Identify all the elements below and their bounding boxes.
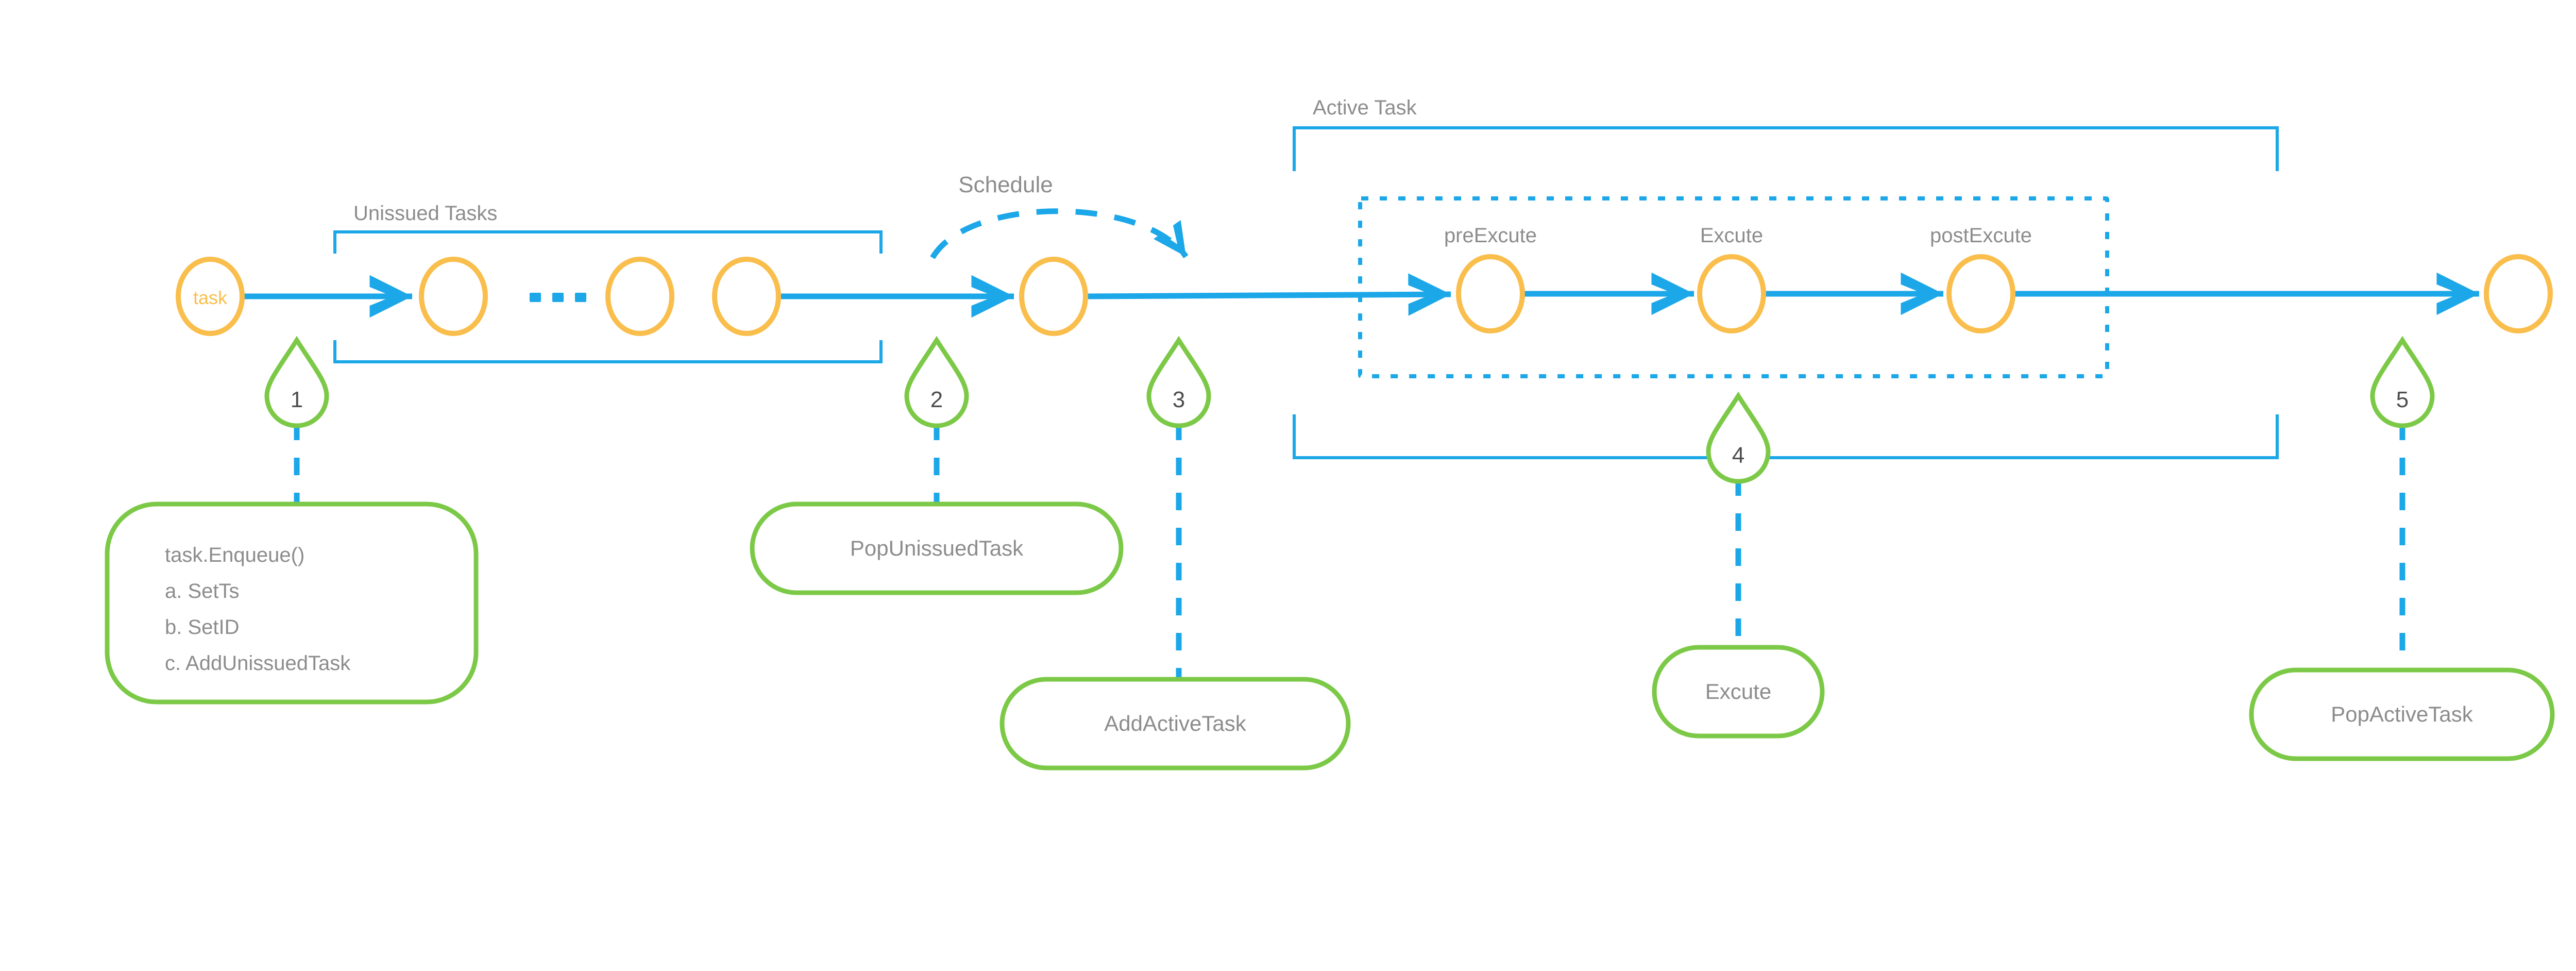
unissued-tasks-label: Unissued Tasks (353, 202, 497, 225)
step-marker-5[interactable]: 5 (2370, 336, 2435, 428)
execute-phase-dotted-region (1358, 196, 2109, 378)
schedule-label: Schedule (958, 172, 1053, 197)
callout-pop-unissued-task-box[interactable] (750, 501, 1124, 595)
callout-enqueue-line-2: a. SetTs (165, 580, 240, 602)
callout-pop-active-task[interactable]: PopActiveTask (2249, 667, 2555, 761)
node-unissued-n2[interactable] (712, 257, 781, 336)
step-marker-2[interactable]: 2 (904, 336, 969, 428)
post-excute-label: postExcute (1930, 224, 2032, 247)
marker-droplines (294, 388, 2405, 697)
step-marker-2-number: 2 (930, 387, 943, 412)
step-marker-5-number: 5 (2396, 387, 2409, 412)
node-unissued-n1[interactable] (605, 257, 674, 336)
step-marker-3[interactable]: 3 (1146, 336, 1211, 428)
callout-enqueue-line-3: b. SetID (165, 616, 240, 639)
excute-label: Excute (1700, 224, 1763, 247)
node-post-excute[interactable] (1946, 254, 2015, 333)
callout-add-active-task-box[interactable] (999, 677, 1351, 771)
flow-nodes: task (176, 254, 2553, 336)
node-task-label: task (193, 287, 228, 308)
callout-enqueue-box[interactable] (105, 501, 479, 705)
callout-add-active-task[interactable]: AddActiveTask (999, 677, 1351, 771)
step-marker-3-number: 3 (1173, 387, 1185, 412)
step-markers: 1 2 3 4 5 (264, 336, 2435, 484)
node-task[interactable] (176, 257, 245, 336)
callout-enqueue-line-4: c. AddUnissuedTask (165, 652, 351, 675)
callout-enqueue-line-1: task.Enqueue() (165, 544, 304, 566)
callout-enqueue[interactable]: task.Enqueue() a. SetTs b. SetID c. AddU… (105, 501, 479, 705)
callout-pop-active-task-label: PopActiveTask (2331, 702, 2473, 726)
node-schedule[interactable] (1019, 257, 1088, 336)
callout-pop-unissued-task[interactable]: PopUnissuedTask (750, 501, 1124, 595)
node-done[interactable] (2484, 254, 2553, 333)
node-unissued-1[interactable] (419, 257, 488, 336)
step-marker-1[interactable]: 1 (264, 336, 329, 428)
step-marker-4-number: 4 (1732, 443, 1744, 468)
step-marker-1-number: 1 (291, 387, 303, 412)
unissued-tasks-bracket (333, 230, 883, 363)
node-pre-excute[interactable] (1456, 254, 1525, 333)
active-task-bracket (1293, 126, 2279, 459)
schedule-arc-arrow (930, 208, 1189, 259)
callout-pop-active-task-box[interactable] (2249, 667, 2555, 761)
callout-excute[interactable]: Excute (1652, 645, 1825, 739)
active-task-label: Active Task (1313, 96, 1417, 119)
flow-connectors (242, 272, 2479, 318)
connector-schedule-to-preexcute (1088, 273, 1451, 316)
pre-excute-label: preExcute (1444, 224, 1537, 247)
step-marker-4[interactable]: 4 (1706, 391, 1771, 484)
node-excute[interactable] (1697, 254, 1766, 333)
callout-excute-label: Excute (1705, 679, 1771, 704)
queue-ellipsis-icon (530, 293, 586, 302)
callout-pop-unissued-task-label: PopUnissuedTask (850, 536, 1024, 560)
callout-add-active-task-label: AddActiveTask (1104, 711, 1246, 735)
callout-excute-box[interactable] (1652, 645, 1825, 739)
